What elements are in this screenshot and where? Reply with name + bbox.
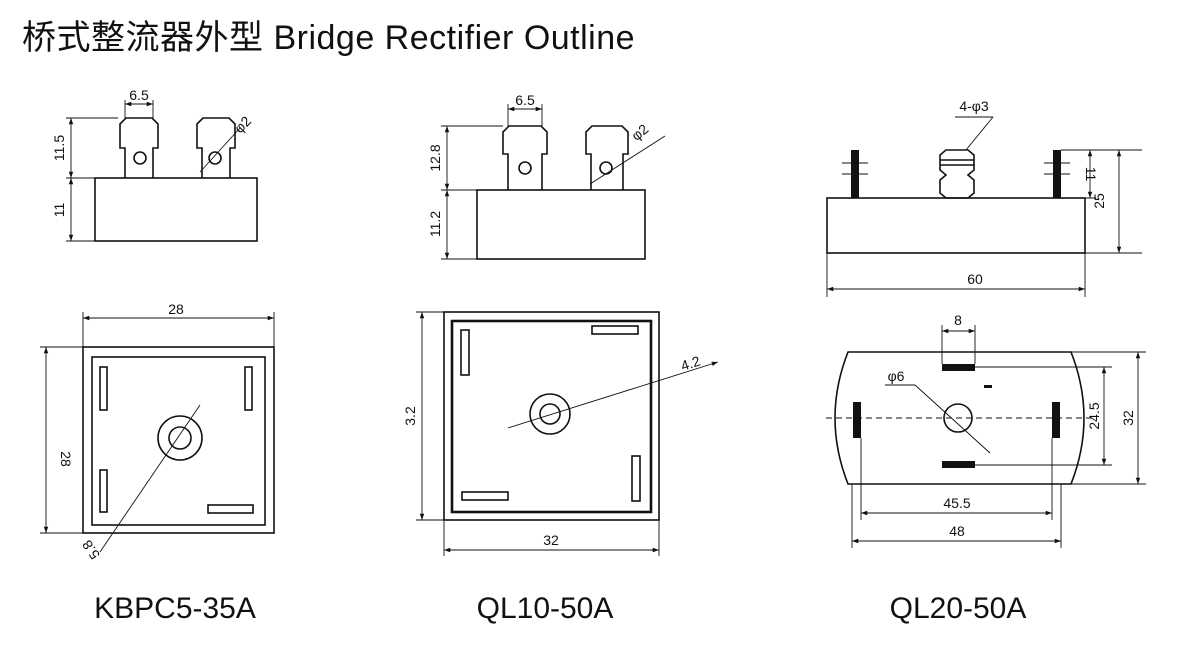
dim-ql20-total-height: 25 — [1091, 193, 1107, 209]
dim-ql10-width: 32 — [543, 532, 559, 548]
ql20-side-view — [826, 116, 1142, 297]
ql10-side-view — [441, 104, 666, 260]
page-title: 桥式整流器外型 Bridge Rectifier Outline — [22, 19, 636, 57]
dim-ql20-depth: 32 — [1120, 410, 1136, 426]
dim-kbpc-width: 28 — [168, 301, 184, 317]
dim-ql10-depth: 3.2 — [402, 406, 418, 426]
kbpc-side-view — [66, 100, 258, 242]
ql10-top-view — [416, 311, 719, 556]
dim-kbpc-depth: 28 — [58, 451, 74, 467]
dim-ql10-pin-spacing: 6.5 — [515, 92, 535, 108]
model-label-kbpc: KBPC5-35A — [94, 592, 256, 625]
dimension-labels: 6.5 11.5 11 φ2 28 28 5.8 6.5 12.8 11.2 φ… — [51, 87, 1136, 562]
model-label-ql10: QL10-50A — [477, 592, 614, 625]
dim-ql20-pin-height: 11 — [1083, 167, 1099, 182]
dim-ql20-pins: 4-φ3 — [959, 98, 989, 114]
dim-kbpc-body-height: 11 — [51, 203, 67, 218]
dim-kbpc-pin-height: 11.5 — [51, 135, 67, 161]
model-labels: KBPC5-35A QL10-50A QL20-50A — [94, 592, 1026, 625]
dim-ql20-hole: φ6 — [888, 368, 905, 384]
dim-kbpc-hole-dia: 5.8 — [79, 537, 103, 562]
dim-ql10-hole: φ2 — [628, 120, 651, 143]
dim-ql10-hole-dia: 4.2 — [679, 353, 703, 374]
dim-ql20-outer-pitch: 45.5 — [943, 495, 970, 511]
dim-kbpc-pin-spacing: 6.5 — [129, 87, 149, 103]
dim-ql20-pin-spacing: 8 — [954, 312, 962, 328]
dim-ql20-inner-pitch: 24.5 — [1086, 402, 1102, 429]
model-label-ql20: QL20-50A — [890, 592, 1027, 625]
dim-ql20-width: 48 — [949, 523, 965, 539]
kbpc-top-view — [40, 312, 275, 553]
dim-ql20-length: 60 — [967, 271, 983, 287]
dim-ql10-body-height: 11.2 — [427, 211, 443, 237]
ql20-top-view — [826, 325, 1146, 548]
dim-ql10-pin-height: 12.8 — [427, 144, 443, 171]
